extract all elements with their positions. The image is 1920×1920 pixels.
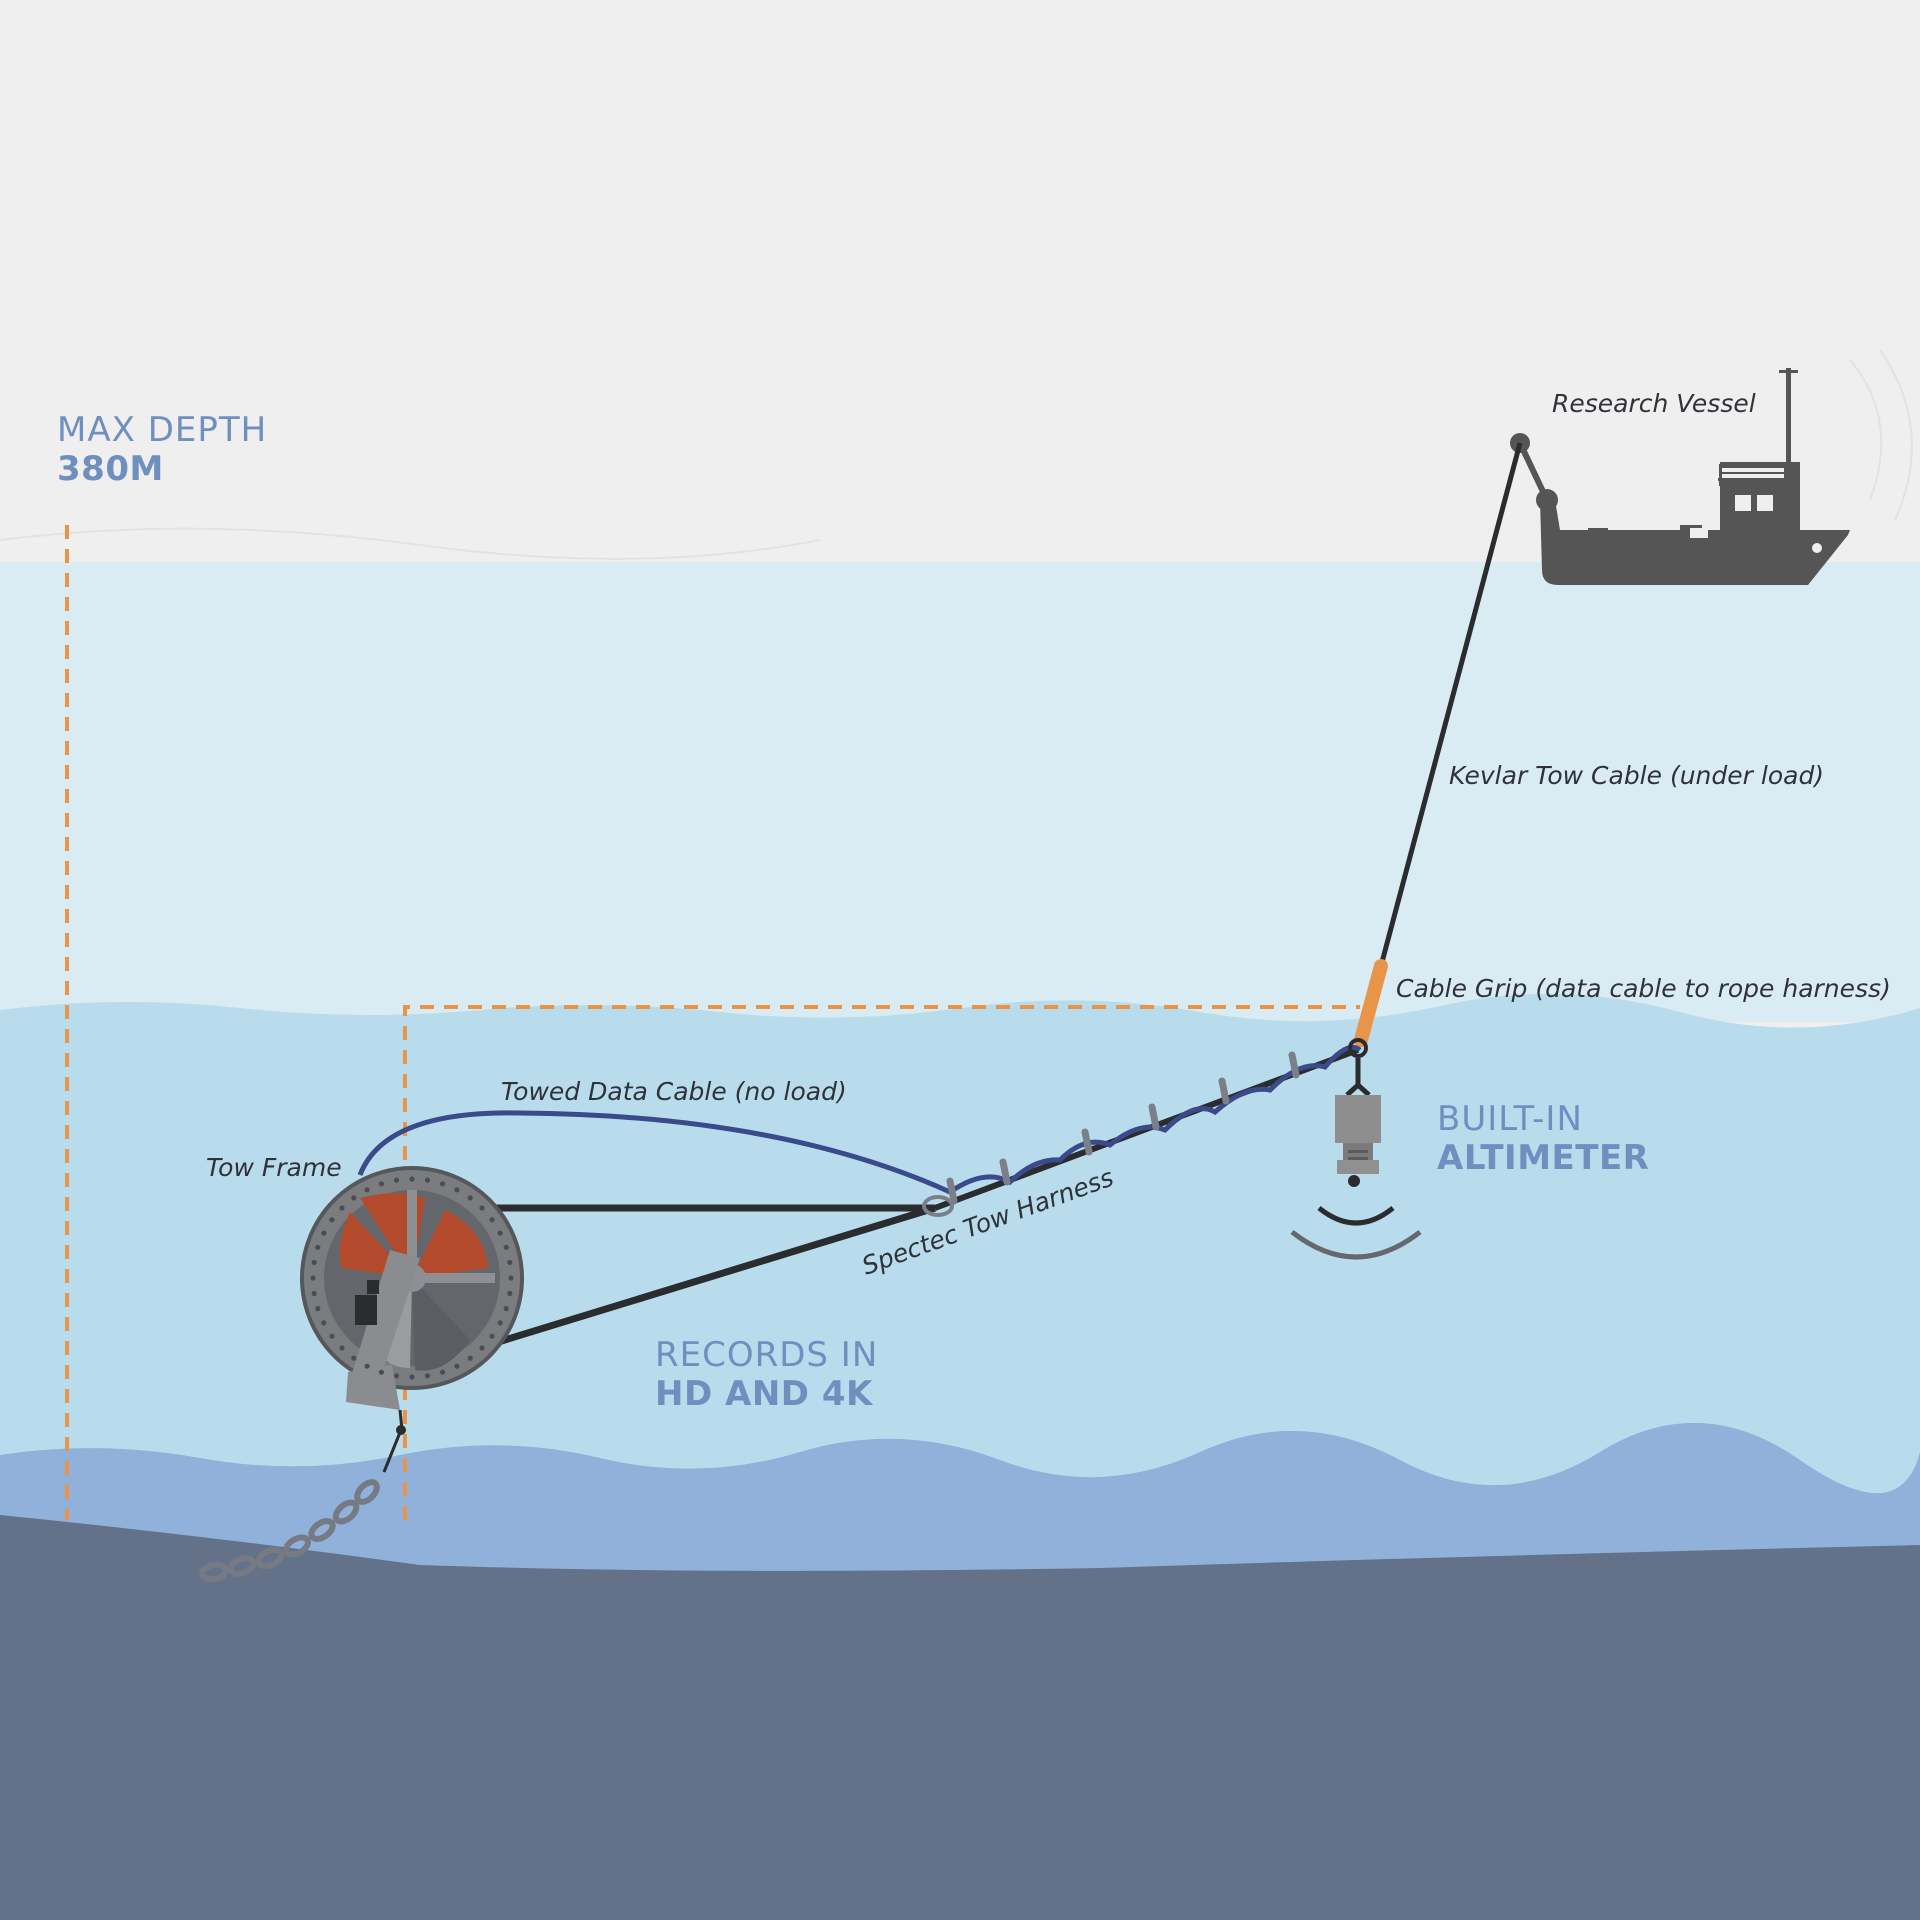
bolt-hole bbox=[393, 1177, 400, 1183]
sonar-wave-inner bbox=[1317, 1206, 1395, 1226]
vessel-window bbox=[1690, 528, 1708, 538]
records-value: HD AND 4K bbox=[655, 1374, 874, 1414]
bolt-hole bbox=[440, 1369, 446, 1375]
altimeter-heading: BUILT-IN bbox=[1437, 1099, 1583, 1139]
bolt-hole bbox=[467, 1195, 473, 1201]
bolt-hole bbox=[497, 1320, 503, 1326]
bolt-hole bbox=[339, 1205, 345, 1211]
anchor-chain-icon bbox=[199, 1409, 406, 1583]
cable-grip bbox=[1354, 959, 1388, 1047]
altimeter-icon bbox=[1335, 1058, 1381, 1187]
bolt-hole bbox=[497, 1230, 503, 1236]
research-vessel-icon bbox=[1510, 368, 1850, 585]
max-depth-heading: MAX DEPTH bbox=[57, 410, 267, 450]
vessel-porthole bbox=[1812, 543, 1822, 553]
sky bbox=[0, 0, 1920, 570]
bolt-hole bbox=[315, 1306, 321, 1312]
research-vessel-label: Research Vessel bbox=[1552, 389, 1756, 418]
bolt-hole bbox=[454, 1187, 460, 1193]
bolt-hole bbox=[321, 1230, 327, 1236]
bolt-hole bbox=[378, 1369, 384, 1375]
kevlar-cable-label: Kevlar Tow Cable (under load) bbox=[1449, 761, 1824, 790]
sonar-wave-outer bbox=[1290, 1230, 1422, 1260]
bolt-hole bbox=[440, 1181, 446, 1187]
vessel-window bbox=[1757, 495, 1773, 511]
mid-water bbox=[0, 993, 1920, 1500]
vessel-window bbox=[1735, 495, 1751, 511]
bolt-hole bbox=[329, 1217, 335, 1223]
grip-ring bbox=[1348, 1038, 1368, 1058]
towed-data-cable-label: Towed Data Cable (no load) bbox=[501, 1077, 847, 1106]
bolt-hole bbox=[507, 1259, 513, 1266]
bolt-hole bbox=[339, 1345, 345, 1351]
bolt-hole bbox=[424, 1373, 431, 1379]
kevlar-tow-cable bbox=[1378, 442, 1523, 967]
bolt-hole bbox=[311, 1259, 317, 1266]
bolt-hole bbox=[489, 1217, 495, 1223]
bolt-hole bbox=[321, 1320, 327, 1326]
harness-ring bbox=[922, 1195, 954, 1217]
tow-frame-icon bbox=[300, 1166, 524, 1410]
bolt-hole bbox=[311, 1290, 317, 1297]
bolt-hole bbox=[409, 1176, 415, 1182]
bolt-hole bbox=[479, 1205, 485, 1211]
bolt-hole bbox=[364, 1363, 370, 1369]
contour-lines bbox=[0, 349, 1913, 560]
bolt-hole bbox=[351, 1195, 357, 1201]
altimeter-value: ALTIMETER bbox=[1437, 1138, 1649, 1178]
max-depth-value: 380M bbox=[57, 449, 164, 489]
seabed bbox=[0, 1515, 1920, 1920]
bolt-hole bbox=[310, 1275, 316, 1281]
bolt-hole bbox=[409, 1374, 415, 1380]
bolt-hole bbox=[479, 1345, 485, 1351]
bolt-hole bbox=[424, 1177, 431, 1183]
bolt-hole bbox=[503, 1306, 509, 1312]
bolt-hole bbox=[378, 1181, 384, 1187]
bolt-hole bbox=[489, 1333, 495, 1339]
bolt-hole bbox=[467, 1355, 473, 1361]
bolt-hole bbox=[508, 1275, 514, 1281]
upper-water bbox=[0, 562, 1920, 1022]
cable-grip-label: Cable Grip (data cable to rope harness) bbox=[1396, 974, 1891, 1003]
tow-frame-label: Tow Frame bbox=[206, 1153, 342, 1182]
bolt-hole bbox=[454, 1363, 460, 1369]
bolt-hole bbox=[507, 1290, 513, 1297]
records-heading: RECORDS IN bbox=[655, 1335, 878, 1375]
towed-data-cable bbox=[357, 1044, 1362, 1195]
vessel-railing-bar bbox=[1722, 472, 1784, 474]
bolt-hole bbox=[329, 1333, 335, 1339]
bolt-hole bbox=[364, 1187, 370, 1193]
bolt-hole bbox=[351, 1355, 357, 1361]
harness-clips bbox=[946, 1051, 1300, 1205]
tow-frame-bolt-ring bbox=[310, 1176, 514, 1380]
bolt-hole bbox=[393, 1373, 400, 1379]
bolt-hole bbox=[315, 1244, 321, 1250]
bolt-hole bbox=[503, 1244, 509, 1250]
harness-line-lower bbox=[493, 1204, 937, 1347]
